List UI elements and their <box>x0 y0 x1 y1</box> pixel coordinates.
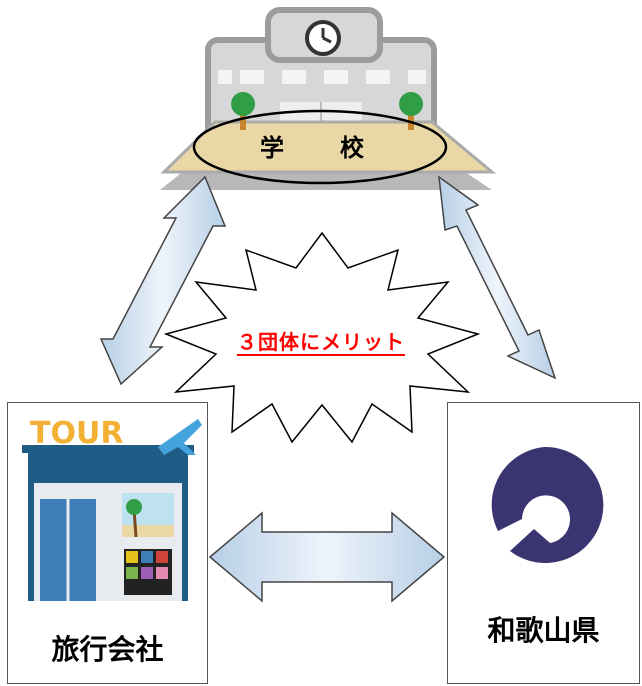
arrow-school-agency <box>99 175 227 386</box>
school-label: 学 校 <box>260 134 380 162</box>
school-building-icon <box>160 7 497 190</box>
arrow-school-prefecture <box>438 175 557 380</box>
burst-shape <box>163 231 481 444</box>
tour-sign: TOUR <box>30 416 123 451</box>
agency-label: 旅行会社 <box>51 633 164 666</box>
prefecture-emblem-icon <box>491 446 604 563</box>
arrow-agency-prefecture <box>208 511 446 603</box>
merit-text: ３団体にメリット <box>237 330 405 354</box>
prefecture-box: 和歌山県 <box>447 402 640 684</box>
tree-icon <box>240 104 246 130</box>
travel-agency-icon: TOUR <box>22 416 202 601</box>
agency-box: TOUR 旅行会社 <box>7 402 208 684</box>
airplane-icon <box>158 419 202 455</box>
prefecture-label: 和歌山県 <box>487 614 600 647</box>
tree-icon <box>408 104 414 130</box>
school-ellipse <box>192 109 448 185</box>
